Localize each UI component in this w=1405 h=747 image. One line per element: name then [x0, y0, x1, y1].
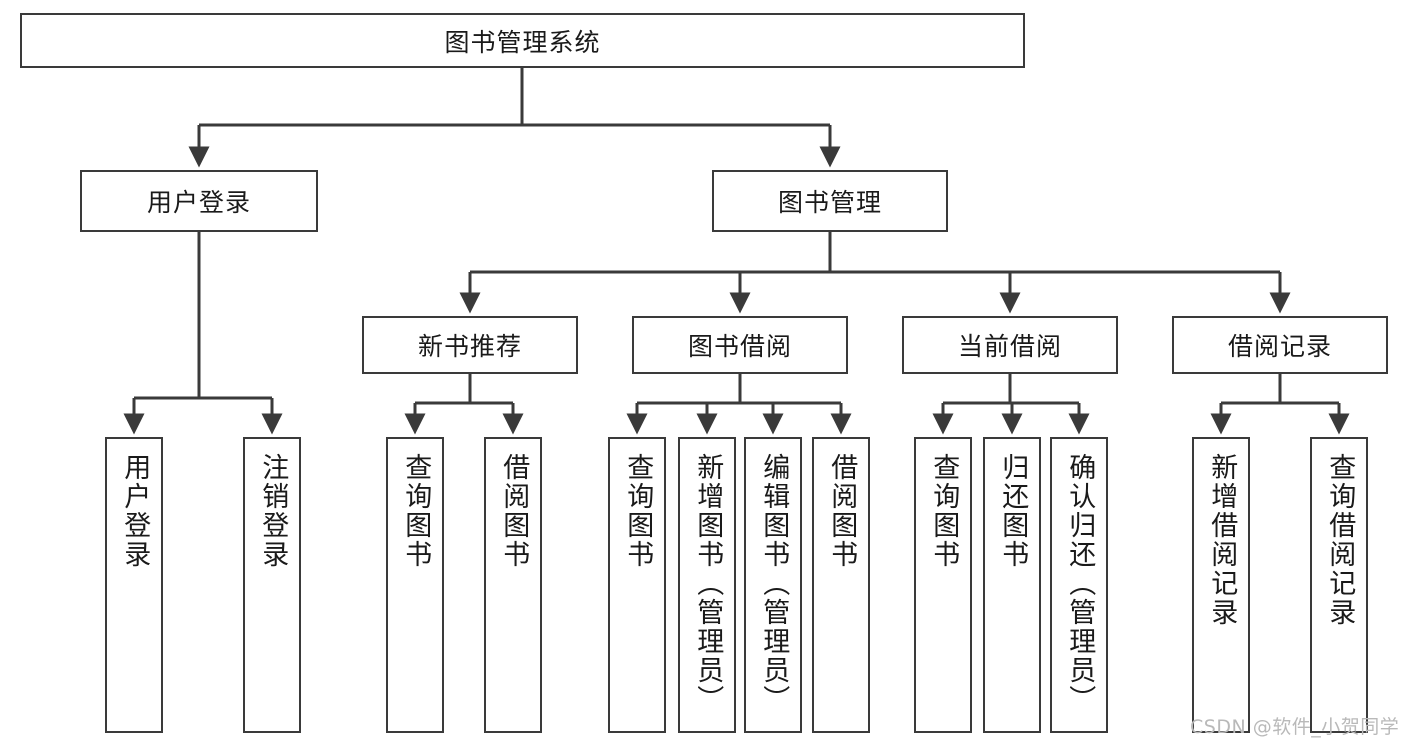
- node-label: 新增图书（管理员）: [692, 453, 724, 714]
- node-label: 借阅图书: [826, 453, 858, 569]
- node-label: 用户登录: [146, 188, 251, 217]
- node-label: 用户登录: [119, 453, 151, 569]
- node-label: 新书推荐: [417, 332, 522, 361]
- node-label: 查询图书: [622, 453, 654, 569]
- node-label: 新增借阅记录: [1206, 453, 1238, 627]
- watermark: CSDN @软件_小贺同学: [1190, 716, 1400, 738]
- node-label: 图书管理: [777, 188, 882, 217]
- connector-group-book-mgmt: [459, 232, 1291, 314]
- leaf-return-book[interactable]: 归还图书: [983, 437, 1041, 733]
- leaf-confirm-return-admin[interactable]: 确认归还（管理员）: [1050, 437, 1108, 733]
- leaf-query-book-borrow[interactable]: 查询图书: [608, 437, 666, 733]
- node-label: 图书借阅: [687, 332, 792, 361]
- node-borrow-record[interactable]: 借阅记录: [1172, 316, 1388, 374]
- leaf-query-book-current[interactable]: 查询图书: [914, 437, 972, 733]
- connector-group-current-borrow: [932, 374, 1090, 435]
- node-label: 借阅记录: [1227, 332, 1332, 361]
- node-label: 查询图书: [928, 453, 960, 569]
- connector-group-user-login: [123, 232, 283, 435]
- leaf-logout[interactable]: 注销登录: [243, 437, 301, 733]
- leaf-borrow-book[interactable]: 借阅图书: [812, 437, 870, 733]
- node-book-management[interactable]: 图书管理: [712, 170, 948, 232]
- node-label: 归还图书: [997, 453, 1029, 569]
- leaf-user-login[interactable]: 用户登录: [105, 437, 163, 733]
- leaf-add-book-admin[interactable]: 新增图书（管理员）: [678, 437, 736, 733]
- node-root-system[interactable]: 图书管理系统: [20, 13, 1025, 68]
- node-user-login[interactable]: 用户登录: [80, 170, 318, 232]
- leaf-query-book-recommend[interactable]: 查询图书: [386, 437, 444, 733]
- connector-group-book-borrow: [626, 374, 852, 435]
- node-label: 查询借阅记录: [1324, 453, 1356, 627]
- node-label: 借阅图书: [498, 453, 530, 569]
- leaf-query-borrow-record[interactable]: 查询借阅记录: [1310, 437, 1368, 733]
- node-label: 当前借阅: [957, 332, 1062, 361]
- connector-group-root: [188, 68, 841, 168]
- leaf-borrow-book-recommend[interactable]: 借阅图书: [484, 437, 542, 733]
- node-label: 注销登录: [257, 453, 289, 569]
- node-new-book-recommend[interactable]: 新书推荐: [362, 316, 578, 374]
- leaf-edit-book-admin[interactable]: 编辑图书（管理员）: [744, 437, 802, 733]
- node-label: 查询图书: [400, 453, 432, 569]
- node-label: 图书管理系统: [444, 27, 601, 57]
- node-book-borrow[interactable]: 图书借阅: [632, 316, 848, 374]
- connector-group-new-book-rec: [404, 374, 524, 435]
- leaf-add-borrow-record[interactable]: 新增借阅记录: [1192, 437, 1250, 733]
- node-label: 确认归还（管理员）: [1064, 453, 1096, 714]
- connector-group-borrow-record: [1210, 374, 1350, 435]
- node-label: 编辑图书（管理员）: [758, 453, 790, 714]
- node-current-borrow[interactable]: 当前借阅: [902, 316, 1118, 374]
